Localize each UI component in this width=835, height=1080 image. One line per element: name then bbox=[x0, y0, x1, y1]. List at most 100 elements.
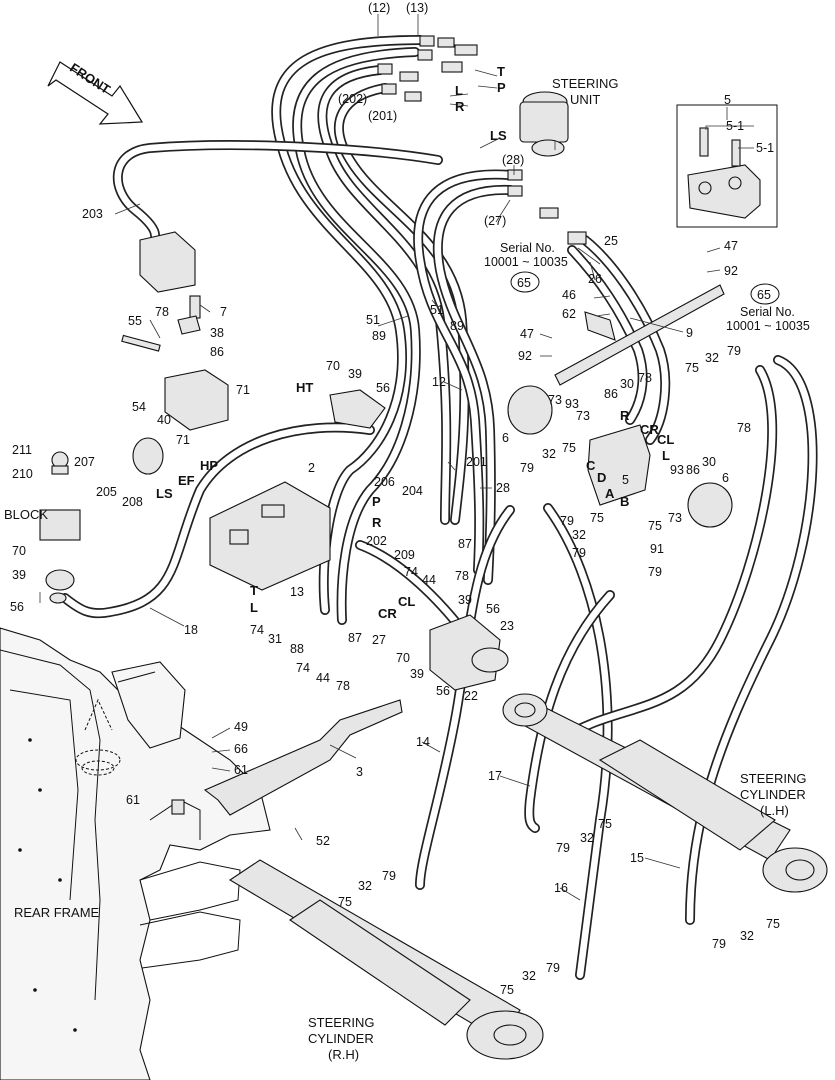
callout: 75 bbox=[598, 817, 612, 831]
port-R-valve: R bbox=[620, 408, 630, 423]
port-L-valve: L bbox=[662, 448, 670, 463]
port-B-valve: B bbox=[620, 494, 629, 509]
port-P-top: P bbox=[497, 80, 506, 95]
callout: 93 bbox=[565, 397, 579, 411]
callout: 56 bbox=[436, 684, 450, 698]
callout: 46 bbox=[562, 288, 576, 302]
port-D-valve: D bbox=[597, 470, 606, 485]
port-CL-valve: CL bbox=[657, 432, 674, 447]
callout: 74 bbox=[296, 661, 310, 675]
callout: 32 bbox=[358, 879, 372, 893]
callout: 13 bbox=[290, 585, 304, 599]
hoses bbox=[60, 35, 818, 980]
callout: 79 bbox=[520, 461, 534, 475]
callout: 203 bbox=[82, 207, 103, 221]
callout: 75 bbox=[648, 519, 662, 533]
callout: 15 bbox=[630, 851, 644, 865]
front-arrow: FRONT bbox=[47, 60, 144, 125]
callout: 79 bbox=[382, 869, 396, 883]
callout: 39 bbox=[12, 568, 26, 582]
callout: 206 bbox=[374, 475, 395, 489]
callout: 23 bbox=[500, 619, 514, 633]
port-T-top: T bbox=[497, 64, 505, 79]
inset-box-5 bbox=[676, 104, 778, 228]
serial-top-label-1: Serial No. bbox=[500, 241, 555, 255]
callout: 78 bbox=[455, 569, 469, 583]
port-HT: HT bbox=[296, 380, 313, 395]
cylinder-rh-label-2: CYLINDER bbox=[308, 1031, 374, 1046]
serial-right-label-2: 10001 ~ 10035 bbox=[726, 319, 810, 333]
callout: (27) bbox=[484, 214, 506, 228]
callout-numbers: (12) (13) (202) (201) (28) (27) 5 5-1 5-… bbox=[10, 1, 780, 997]
callout: (28) bbox=[502, 153, 524, 167]
callout: (202) bbox=[338, 92, 367, 106]
callout: 6 bbox=[502, 431, 509, 445]
callout: 5 bbox=[724, 93, 731, 107]
port-LS-left: LS bbox=[156, 486, 173, 501]
callout: 38 bbox=[210, 326, 224, 340]
callout: 92 bbox=[724, 264, 738, 278]
port-HP: HP bbox=[200, 458, 218, 473]
port-L-top: L bbox=[455, 83, 463, 98]
callout: 204 bbox=[402, 484, 423, 498]
rear-frame-label: REAR FRAME bbox=[14, 905, 100, 920]
callout: 61 bbox=[126, 793, 140, 807]
callout: 208 bbox=[122, 495, 143, 509]
callout: 40 bbox=[157, 413, 171, 427]
callout: (13) bbox=[406, 1, 428, 15]
callout: 39 bbox=[458, 593, 472, 607]
steering-unit-label-1: STEERING bbox=[552, 76, 618, 91]
callout: 62 bbox=[562, 307, 576, 321]
steering-unit bbox=[519, 91, 569, 157]
rear-frame bbox=[0, 627, 271, 1080]
callout: 5-1 bbox=[726, 119, 744, 133]
callout: 92 bbox=[518, 349, 532, 363]
callout: 3 bbox=[356, 765, 363, 779]
ref-65: 65 65 bbox=[510, 271, 780, 305]
callout: 210 bbox=[12, 467, 33, 481]
text-labels: STEERING UNIT BLOCK REAR FRAME STEERING … bbox=[4, 76, 810, 1062]
callout: 88 bbox=[290, 642, 304, 656]
callout: 12 bbox=[432, 375, 446, 389]
steering-unit-label-2: UNIT bbox=[570, 92, 600, 107]
cylinder-rh-label-3: (R.H) bbox=[328, 1047, 359, 1062]
cylinder-lh-label-1: STEERING bbox=[740, 771, 806, 786]
callout: 27 bbox=[372, 633, 386, 647]
callout: 79 bbox=[572, 546, 586, 560]
port-EF: EF bbox=[178, 473, 195, 488]
callout: 211 bbox=[12, 443, 32, 457]
cylinder-lh-label-3: (L.H) bbox=[760, 803, 789, 818]
callout: (201) bbox=[368, 109, 397, 123]
callout: 78 bbox=[638, 371, 652, 385]
block-label: BLOCK bbox=[4, 507, 48, 522]
callout: 205 bbox=[96, 485, 117, 499]
port-P-mid: P bbox=[372, 494, 381, 509]
callout: 6 bbox=[722, 471, 729, 485]
callout: 66 bbox=[234, 742, 248, 756]
port-L-mid: L bbox=[250, 600, 258, 615]
callout: 32 bbox=[522, 969, 536, 983]
callout: 7 bbox=[220, 305, 227, 319]
callout: 89 bbox=[372, 329, 386, 343]
serial-right-label-1: Serial No. bbox=[740, 305, 795, 319]
port-C-valve: C bbox=[586, 458, 596, 473]
callout: 74 bbox=[250, 623, 264, 637]
callout: 39 bbox=[348, 367, 362, 381]
callout: 75 bbox=[766, 917, 780, 931]
callout: 73 bbox=[668, 511, 682, 525]
callout: (12) bbox=[368, 1, 390, 15]
callout: 78 bbox=[737, 421, 751, 435]
callout: 71 bbox=[176, 433, 190, 447]
leader-lines bbox=[39, 14, 754, 901]
callout: 201 bbox=[466, 455, 487, 469]
callout: 91 bbox=[650, 542, 664, 556]
callout: 5 bbox=[622, 473, 629, 487]
callout: 78 bbox=[336, 679, 350, 693]
callout: 75 bbox=[500, 983, 514, 997]
callout: 25 bbox=[604, 234, 618, 248]
callout: 87 bbox=[348, 631, 362, 645]
callout: 87 bbox=[458, 537, 472, 551]
callout: 16 bbox=[554, 881, 568, 895]
callout: 70 bbox=[396, 651, 410, 665]
